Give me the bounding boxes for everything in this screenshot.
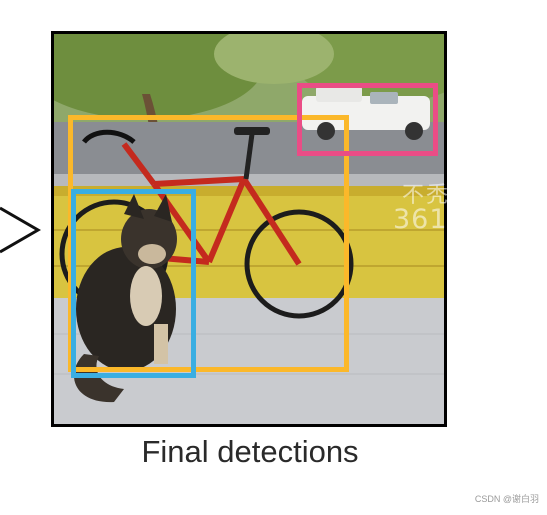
car-shape	[302, 86, 430, 140]
detection-box-bicycle	[68, 115, 349, 372]
watermark-line2: 361713304	[393, 204, 547, 235]
arrow-chevron-icon	[0, 206, 41, 254]
credit-text: CSDN @谢白羽	[474, 494, 539, 504]
street-scene	[54, 34, 444, 424]
detection-box-dog	[71, 189, 196, 378]
caption: Final detections	[141, 434, 359, 469]
detection-image	[51, 31, 447, 427]
watermark-line1: 不秃何秃猫	[402, 183, 523, 208]
detection-box-car	[297, 83, 438, 156]
dog-shape	[74, 194, 177, 403]
